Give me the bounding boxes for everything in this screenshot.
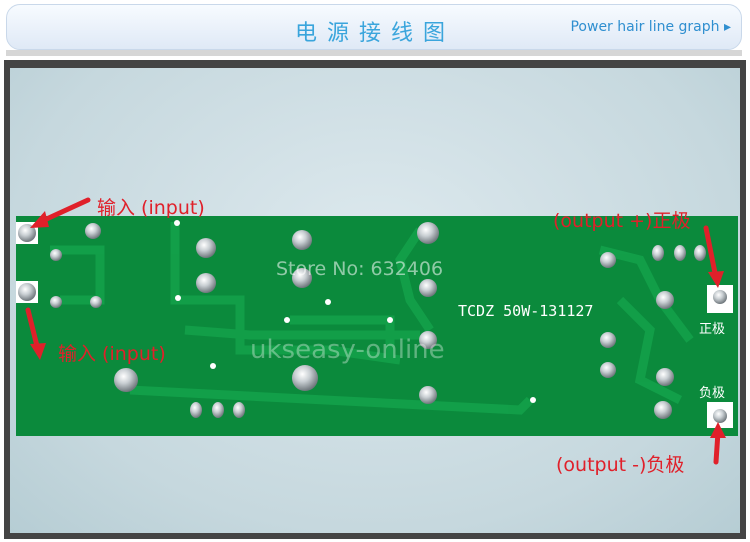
arrow-input-top-icon bbox=[30, 197, 91, 228]
pcb-traces bbox=[50, 222, 694, 415]
label-input-bottom: 输入 (input) bbox=[58, 343, 166, 365]
site-watermark: ukseasy-online bbox=[250, 335, 445, 365]
header-banner: 电源接线图 Power hair line graph ▸ bbox=[6, 4, 742, 50]
page-title: 电源接线图 bbox=[294, 21, 455, 46]
arrow-input-bottom-icon bbox=[25, 307, 46, 360]
arrow-icons bbox=[25, 197, 726, 465]
via-holes bbox=[174, 220, 536, 403]
label-output-positive: (output +)正极 bbox=[553, 210, 691, 232]
arrow-output-negative-icon bbox=[710, 422, 726, 465]
pad-positive-label: 正极 bbox=[699, 322, 726, 337]
pad-negative-label: 负极 bbox=[699, 386, 726, 401]
arrow-output-positive-icon bbox=[703, 225, 724, 288]
label-input-top: 输入 (input) bbox=[97, 197, 205, 219]
header-divider bbox=[6, 50, 742, 56]
label-output-negative: (output -)负极 bbox=[556, 454, 685, 476]
power-line-graph-link[interactable]: Power hair line graph ▸ bbox=[570, 19, 731, 35]
solder-joints bbox=[18, 222, 727, 423]
store-watermark: Store No: 632406 bbox=[276, 258, 444, 280]
board-model-text: TCDZ 50W-131127 bbox=[458, 302, 594, 320]
